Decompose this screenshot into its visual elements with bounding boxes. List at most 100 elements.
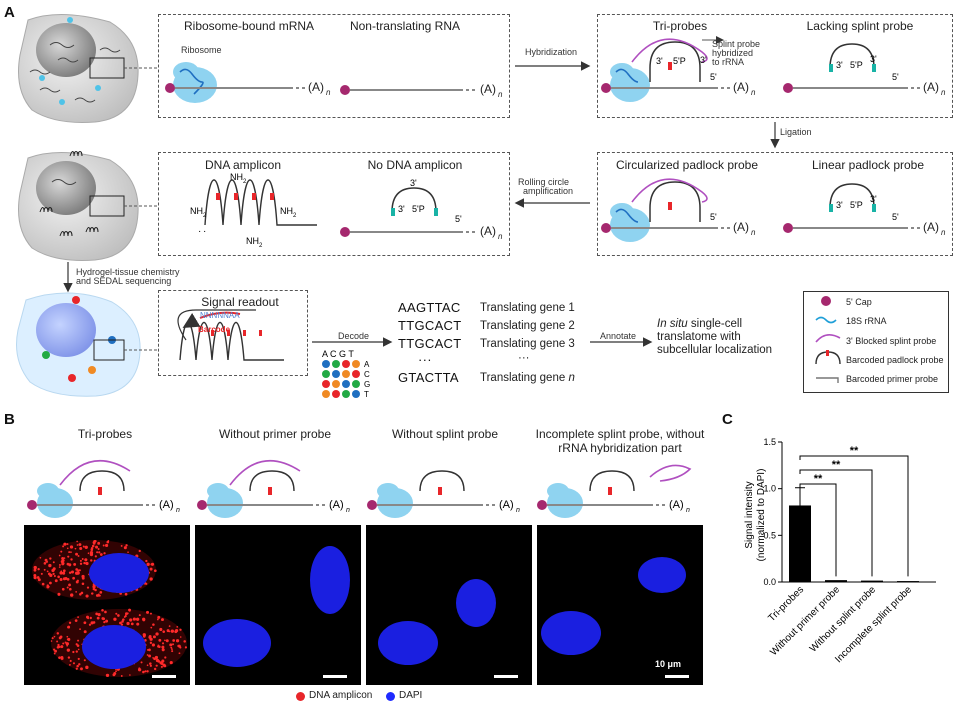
amplicon-dot <box>115 612 118 615</box>
legend-box <box>803 291 949 393</box>
title-signal-readout: Signal readout <box>201 295 279 309</box>
title-linear-padlock: Linear padlock probe <box>811 158 925 172</box>
svg-text:3': 3' <box>870 54 877 64</box>
amplicon-dot <box>107 540 110 542</box>
svg-text:NH: NH <box>280 206 293 216</box>
panel-b-schematics: (A)n (A)n (A)n (A)n <box>27 459 692 518</box>
amplicon-dot <box>168 625 171 627</box>
amplicon-dot <box>56 632 60 635</box>
dapi-legend-label: DAPI <box>399 690 423 701</box>
barcode-label: Barcode <box>198 325 231 334</box>
amplicon-dot <box>52 572 55 575</box>
amplicon-dot <box>161 642 165 645</box>
amplicon-dot <box>66 543 69 546</box>
amplicon-dot <box>75 650 78 653</box>
amplicon-dot <box>104 610 107 614</box>
box-row2-left <box>158 152 510 256</box>
amplicon-dot <box>84 558 88 562</box>
amplicon-dot <box>148 654 152 658</box>
svg-text:5'P: 5'P <box>673 56 686 66</box>
x-tick-label: Without primer probe <box>768 584 842 658</box>
amplicon-dot <box>172 643 175 646</box>
amplicon-dot <box>149 641 153 645</box>
amplicon-dot <box>46 570 49 573</box>
amplicon-dot <box>89 550 94 555</box>
amplicon-dot <box>68 551 71 554</box>
svg-text:(A): (A) <box>669 499 684 511</box>
condition-title-4b: rRNA hybridization part <box>558 441 682 455</box>
sequencing-color-grid: A C G T A C G T <box>322 349 370 399</box>
amplicon-dot <box>81 557 84 560</box>
splint-note-3: to rRNA <box>712 57 745 67</box>
svg-text:n: n <box>941 88 946 97</box>
bar <box>897 581 919 583</box>
amplicon-dot <box>129 674 131 676</box>
amplicon-dot <box>153 667 157 671</box>
amplicon-dot <box>97 548 100 551</box>
svg-text:(A): (A) <box>733 220 749 234</box>
amplicon-dot <box>103 621 106 624</box>
amplicon-dot <box>169 643 173 647</box>
amplicon-legend-label: DNA amplicon <box>309 690 373 701</box>
panel-b-letter: B <box>4 411 15 428</box>
code-n: GTACTTA <box>398 370 459 385</box>
svg-text:n: n <box>516 507 520 514</box>
amplicon-dot <box>150 626 153 629</box>
amplicon-dot <box>83 630 87 634</box>
ribosome-mrna-illustration: (A)n <box>165 62 331 103</box>
svg-text:3': 3' <box>836 60 843 70</box>
schematic-tri-probes: (A)n <box>27 459 180 518</box>
amplicon-dot <box>70 551 72 554</box>
amplicon-dot <box>86 586 90 589</box>
rca-label-1: Rolling circle <box>518 177 570 187</box>
grid-col-header: A C G T <box>322 349 354 359</box>
amplicon-dot <box>140 661 143 664</box>
result-line-2: translatome with <box>657 331 741 343</box>
amplicon-legend-dot <box>296 692 305 701</box>
amplicon-dot <box>124 592 128 596</box>
amplicon-dot <box>90 621 94 625</box>
svg-text:NH: NH <box>230 172 243 182</box>
amplicon-dot <box>166 629 170 633</box>
amplicon-dot <box>66 635 69 638</box>
amplicon-dot <box>60 645 64 649</box>
amplicon-dot <box>72 576 76 580</box>
amplicon-dot <box>74 619 78 622</box>
amplicon-dot <box>98 551 101 554</box>
amplicon-dot <box>149 662 152 665</box>
amplicon-dot <box>41 582 45 586</box>
amplicon-dot <box>117 614 120 617</box>
amplicon-dot <box>105 543 109 547</box>
amplicon-dot <box>79 562 83 565</box>
amplicon-dot <box>171 648 173 651</box>
grid-row-g: G <box>364 380 370 389</box>
amplicon-dot <box>66 644 69 647</box>
amplicon-dot <box>49 557 52 560</box>
amplicon-dot <box>68 571 72 574</box>
amplicon-dot <box>60 560 64 564</box>
amplicon-dot <box>89 616 92 620</box>
amplicon-dot <box>101 608 104 612</box>
significance-stars: ** <box>814 473 823 485</box>
gene-2: Translating gene 2 <box>480 320 575 332</box>
amplicon-dot <box>132 617 136 621</box>
amplicon-dot <box>62 562 65 565</box>
amplicon-dot <box>66 638 69 641</box>
title-non-translating-rna: Non-translating RNA <box>349 19 461 33</box>
legend-primer: Barcoded primer probe <box>846 374 939 384</box>
svg-text:(A): (A) <box>308 80 324 94</box>
amplicon-dot <box>96 616 100 620</box>
amplicon-dot <box>76 571 80 575</box>
legend-padlock: Barcoded padlock probe <box>846 355 944 365</box>
gene-dots: ··· <box>518 352 530 364</box>
amplicon-dot <box>150 563 153 566</box>
y-axis-label-1: Signal intensity <box>744 481 755 548</box>
amplicon-dot <box>66 578 70 581</box>
micrograph-without-splint <box>366 525 532 685</box>
amplicon-dot <box>67 555 70 558</box>
amplicon-dot <box>69 545 74 549</box>
amplicon-dot <box>58 554 61 557</box>
amplicon-dot <box>61 587 65 591</box>
amplicon-dot <box>75 643 78 646</box>
no-dna-amplicon-illustration: (A)n 3'5'P3' 5' <box>340 178 503 241</box>
